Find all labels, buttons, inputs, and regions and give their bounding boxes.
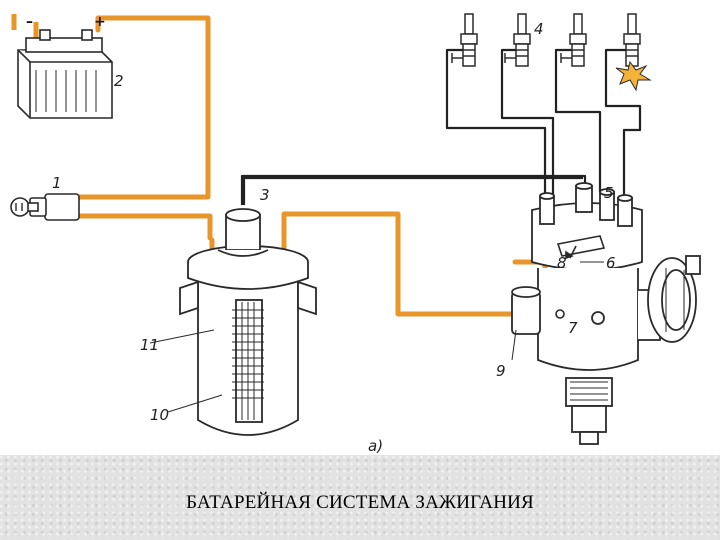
- label-rotor: 6: [606, 254, 616, 272]
- label-secondary-winding: 11: [140, 336, 159, 354]
- ignition-system-diagram: – + 2 1 3 11 10: [10, 13, 701, 455]
- caption-band: [0, 455, 720, 540]
- spark-plug-3: [560, 13, 587, 67]
- distributor-ribs: [570, 268, 685, 401]
- label-capacitor: 9: [496, 362, 506, 380]
- leader-secondary: [149, 329, 215, 344]
- leader-primary: [167, 394, 223, 413]
- label-spark-plug: 4: [534, 20, 544, 38]
- label-distributor-cap: 5: [604, 184, 614, 202]
- battery-positive-mark: +: [94, 14, 106, 30]
- ignition-coil: [179, 208, 317, 436]
- coil-core-stripes: [241, 302, 255, 420]
- battery: [17, 29, 113, 119]
- spark-plug-2: [504, 13, 531, 67]
- ignition-switch: [10, 193, 80, 221]
- spark-plug-4: [623, 13, 641, 67]
- battery-negative-mark: –: [26, 14, 33, 30]
- battery-ground-wire: [11, 14, 39, 40]
- key-icon: [15, 203, 23, 211]
- high-voltage-wires: [240, 48, 642, 205]
- figure-label: а): [368, 437, 383, 455]
- slide-caption: БАТАРЕЙНАЯ СИСТЕМА ЗАЖИГАНИЯ: [186, 492, 534, 513]
- leader-capacitor: [511, 329, 517, 361]
- secondary-winding: [232, 309, 264, 399]
- rotor: [556, 235, 606, 260]
- label-breaker-contacts: 7: [568, 319, 578, 337]
- label-ignition-coil: 3: [260, 186, 270, 204]
- label-primary-winding: 10: [150, 406, 169, 424]
- breaker-contact-point: [555, 309, 565, 319]
- distributor: [511, 182, 701, 445]
- spark-flash-icon: [615, 60, 652, 92]
- label-cam: 8: [557, 254, 567, 272]
- spark-plug-1: [451, 13, 478, 67]
- label-battery: 2: [114, 72, 124, 90]
- label-ignition-switch: 1: [52, 174, 62, 192]
